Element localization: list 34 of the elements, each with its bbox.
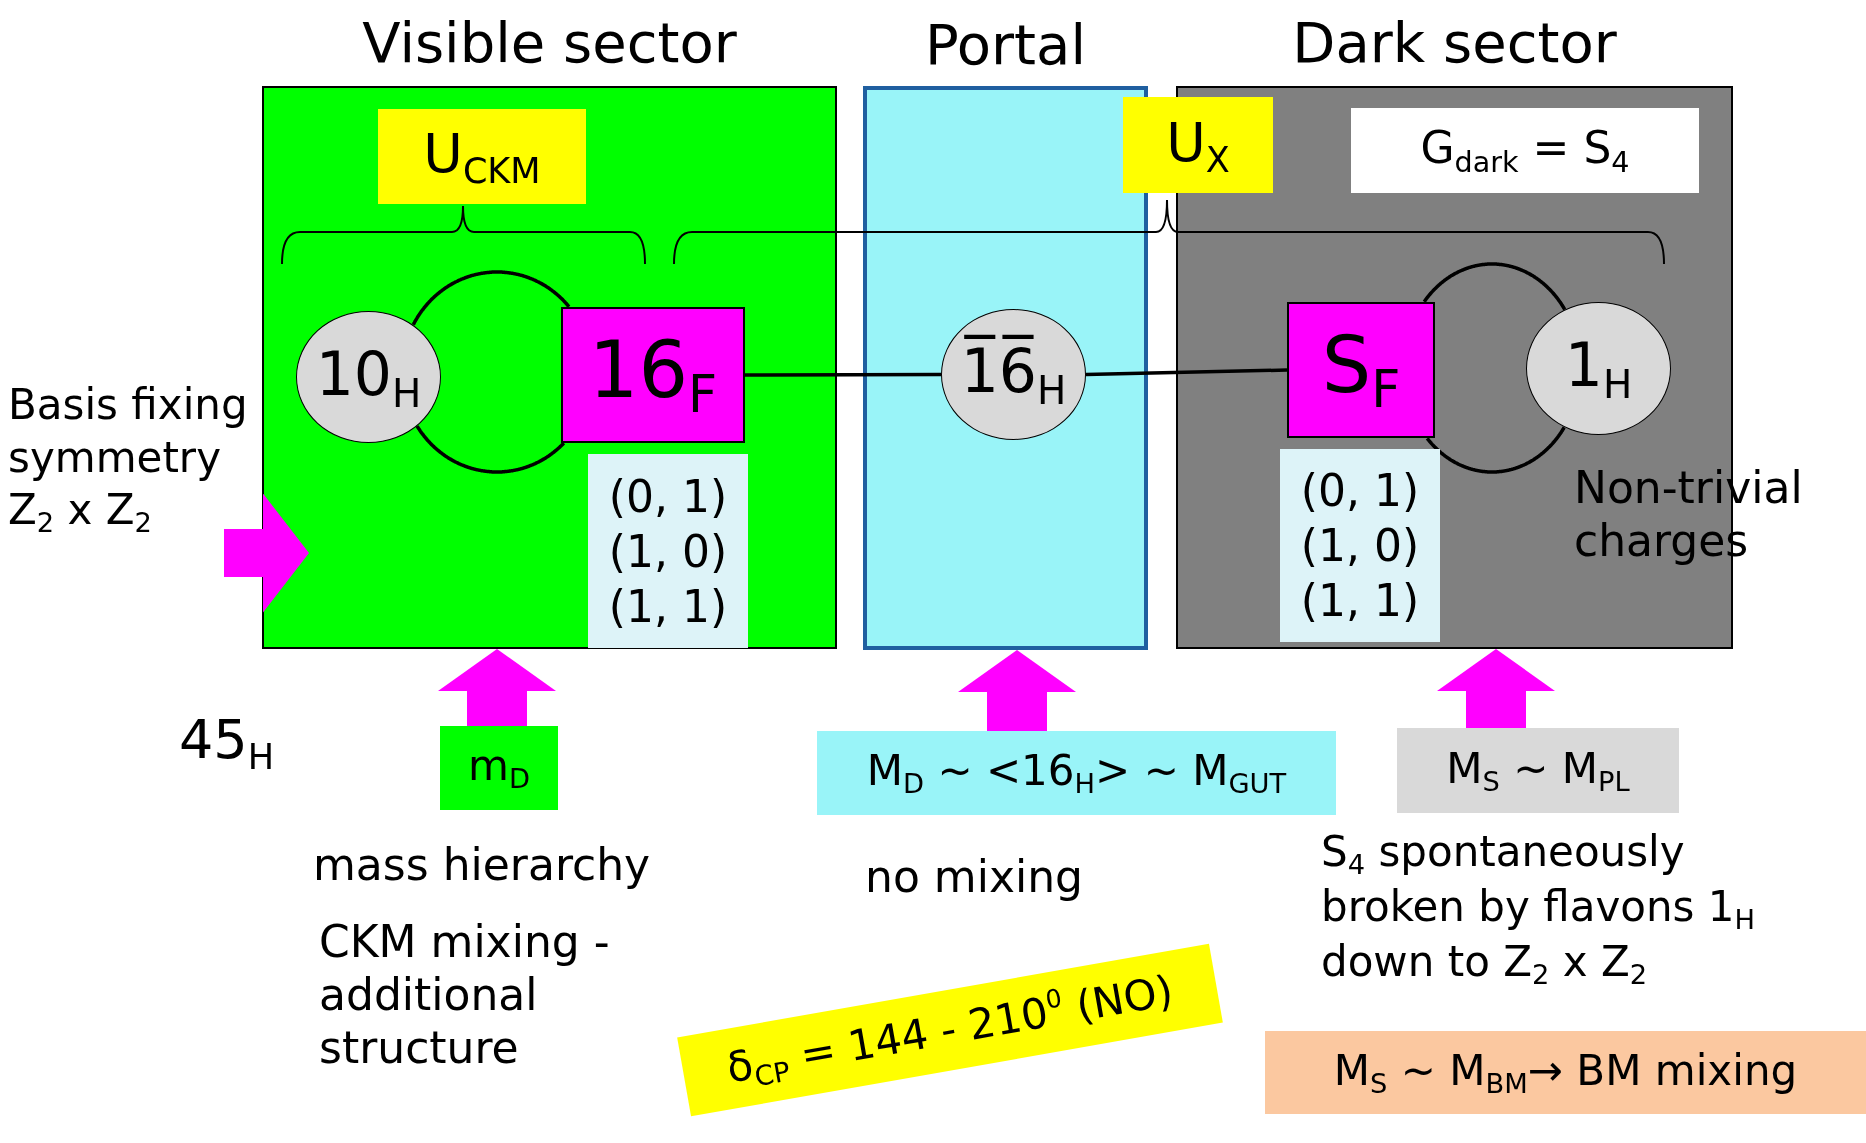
note-text: Basis fixing symmetry Z$_{2}$ x Z$_{2}$ bbox=[8, 330, 258, 590]
symbol-label: U$_{X}$ bbox=[1123, 97, 1273, 193]
scale-label: M$_{D}$ ~ <16$_{H}$> ~ M$_{GUT}$ bbox=[817, 731, 1336, 815]
loop-arc bbox=[1425, 426, 1566, 474]
charge-list: (0, 1) (1, 0) (1, 1) bbox=[588, 454, 748, 648]
block-arrow bbox=[958, 650, 1076, 731]
charge-list: (0, 1) (1, 0) (1, 1) bbox=[1280, 449, 1440, 642]
panel-heading: Portal bbox=[924, 12, 1087, 77]
block-arrow bbox=[224, 493, 309, 613]
symmetry-label: G$_{dark}$ = S$_{4}$ bbox=[1351, 108, 1699, 193]
block-arrow bbox=[438, 649, 556, 726]
particle-box: 16$_{F}$ bbox=[561, 307, 745, 443]
loop-arc bbox=[1422, 262, 1567, 311]
note-text: mass hierarchy bbox=[313, 839, 652, 892]
scale-label: m$_{D}$ bbox=[440, 726, 558, 810]
symbol-label: U$_{CKM}$ bbox=[378, 109, 586, 204]
block-arrow bbox=[1437, 649, 1555, 728]
phase-label: δ$_{CP}$ = 144 - 210$^{0}$ (NO) bbox=[677, 943, 1223, 1117]
particle-box: S$_{F}$ bbox=[1287, 302, 1435, 438]
panel-heading: Dark sector bbox=[1291, 10, 1618, 75]
note-text: CKM mixing - additional structure bbox=[319, 916, 611, 1075]
particle-ellipse: 1$_{H}$ bbox=[1526, 302, 1671, 435]
particle-ellipse: 1̅6̅$_{H}$ bbox=[941, 309, 1086, 440]
panel-heading: Visible sector bbox=[361, 10, 738, 75]
note-text: S$_{4}$ spontaneously broken by flavons 1$_{H}$ down to Z$_{2}$ x Z$_{2}$ bbox=[1321, 827, 1757, 992]
note-text: 45$_{H}$ bbox=[179, 708, 276, 778]
connector-line bbox=[745, 372, 941, 377]
connector-line bbox=[1085, 368, 1288, 377]
result-label: M$_{S}$ ~ M$_{BM}$→ BM mixing bbox=[1265, 1031, 1866, 1114]
note-text: no mixing bbox=[865, 851, 1084, 904]
loop-arc bbox=[415, 424, 566, 474]
scale-label: M$_{S}$ ~ M$_{PL}$ bbox=[1397, 728, 1679, 813]
particle-ellipse: 10$_{H}$ bbox=[296, 311, 441, 443]
loop-arc bbox=[411, 270, 571, 327]
